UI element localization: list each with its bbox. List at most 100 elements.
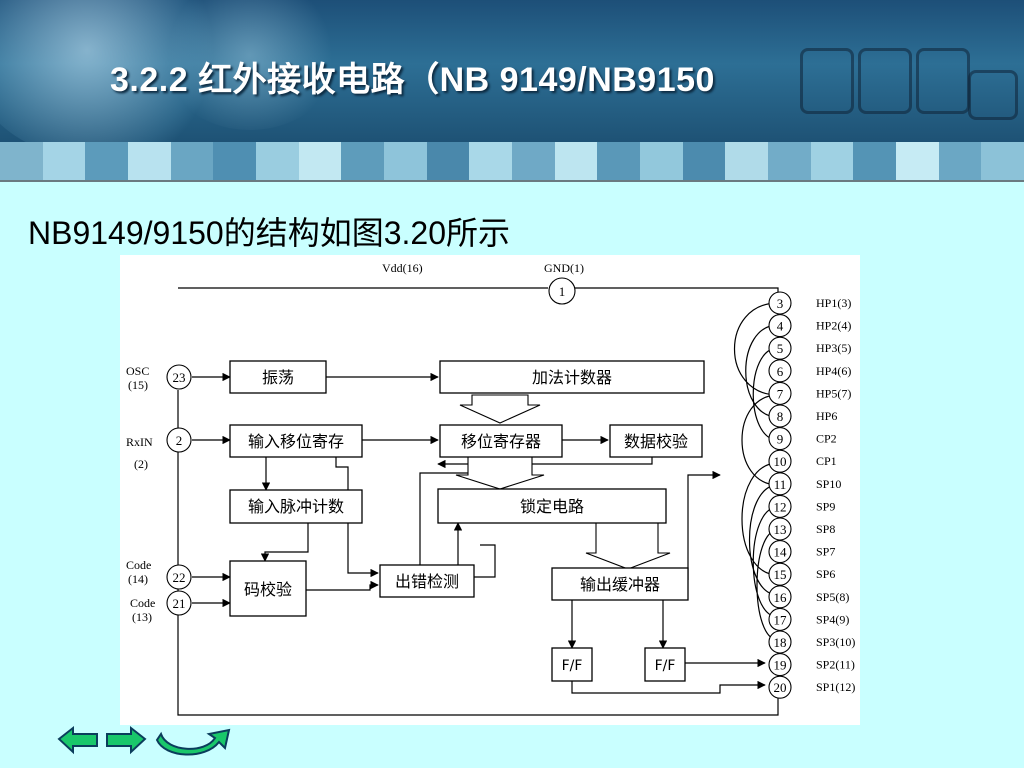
pin-number-16: 16 [774, 590, 788, 605]
pin-circle-12 [768, 494, 792, 518]
pin-circle-10 [768, 449, 792, 473]
shift-register-label: 移位寄存器 [461, 432, 541, 451]
wire [687, 470, 721, 580]
ff-block-2 [644, 647, 686, 682]
back-arrow-icon[interactable] [57, 725, 98, 755]
slide-header: 3.2.2 红外接收电路（NB 9149/NB9150 [0, 0, 1024, 142]
pin-circle-19 [768, 653, 792, 677]
return-arrow-icon[interactable] [155, 728, 231, 756]
input-pulse-counter-label: 输入脉冲计数 [248, 497, 344, 516]
wire [335, 457, 379, 578]
code-check-label: 码校验 [244, 580, 292, 599]
pin-circle-code1 [166, 564, 192, 590]
pin-label-16: SP5(8) [816, 590, 849, 604]
pin-label-12: SP9 [816, 499, 835, 513]
slide-subtitle: NB9149/9150的结构如图3.20所示 [28, 215, 511, 251]
latch-label: 锁定电路 [520, 497, 584, 516]
pin-number-11: 11 [774, 477, 787, 492]
wire [260, 523, 309, 562]
output-buffer-label: 输出缓冲器 [580, 575, 660, 594]
pin-number-6: 6 [777, 364, 784, 379]
data-flow-arrow [455, 456, 545, 490]
header-square-decoration [916, 48, 970, 114]
code1-label: Code [126, 558, 151, 572]
pin-number-9: 9 [777, 432, 784, 447]
wire [571, 680, 766, 694]
pin-circle-18 [768, 630, 792, 654]
adder-counter-label: 加法计数器 [532, 368, 612, 387]
pin-circle-17 [768, 607, 792, 631]
adder-counter-block [439, 360, 705, 394]
data-flow-arrow [459, 394, 541, 424]
pin-circle-7 [768, 381, 792, 405]
code2-label: Code [130, 596, 155, 610]
pin-circle-11 [768, 472, 792, 496]
pin-label-5: HP3(5) [816, 341, 851, 355]
pin-label-4: HP2(4) [816, 319, 851, 333]
pin-number-20: 20 [774, 680, 787, 695]
ff-label-2: F/F [655, 658, 676, 674]
latch-block [437, 488, 667, 524]
pin-circle-8 [768, 404, 792, 428]
code-check-block [229, 560, 307, 617]
pin-circle-osc [166, 364, 192, 390]
pin-label-11: SP10 [816, 477, 841, 491]
pin-label-17: SP4(9) [816, 612, 849, 626]
wire [306, 580, 379, 591]
pin-number-18: 18 [774, 635, 787, 650]
pin-label-15: SP6 [816, 567, 835, 581]
pin-number-3: 3 [777, 296, 784, 311]
pin-circle-gnd [548, 277, 576, 305]
oscillator-block [229, 360, 327, 394]
header-glass-decoration-2 [160, 0, 340, 130]
pin-label-10: CP1 [816, 454, 837, 468]
input-pulse-counter-block [229, 489, 363, 524]
pin-number-rxin: 2 [176, 433, 183, 448]
pin-number-10: 10 [774, 454, 787, 469]
pin-circle-15 [768, 562, 792, 586]
pin-number-15: 15 [774, 567, 787, 582]
pin-label-6: HP4(6) [816, 364, 851, 378]
osc-label: OSC [126, 364, 149, 378]
pin-circle-6 [768, 359, 792, 383]
pin-label-9: CP2 [816, 432, 837, 446]
pin-label-7: HP5(7) [816, 386, 851, 400]
pin-label-3: HP1(3) [816, 296, 851, 310]
pin-number-4: 4 [777, 319, 784, 334]
code2-label-pin: (13) [132, 610, 152, 624]
error-detect-block [379, 564, 475, 598]
oscillator-label: 振荡 [262, 368, 294, 387]
wire [474, 544, 496, 578]
input-shift-register-label: 输入移位寄存 [248, 432, 344, 451]
rxin-label-pin: (2) [134, 457, 148, 471]
data-check-block [609, 424, 703, 458]
pin-number-osc: 23 [173, 370, 186, 385]
slide-title: 3.2.2 红外接收电路（NB 9149/NB9150 [110, 61, 715, 99]
pin-number-code1: 22 [173, 570, 186, 585]
pin-circle-16 [768, 585, 792, 609]
forward-arrow-icon[interactable] [106, 725, 147, 755]
data-flow-arrow [585, 522, 671, 570]
input-shift-register-block [229, 424, 363, 458]
pin-circle-13 [768, 517, 792, 541]
pin-label-14: SP7 [816, 545, 835, 559]
slide-navigation [57, 725, 231, 756]
header-square-decoration [858, 48, 912, 114]
output-buffer-block [551, 567, 689, 601]
pin-number-12: 12 [774, 499, 787, 514]
code1-label-pin: (14) [128, 572, 148, 586]
pin-circle-4 [768, 314, 792, 338]
rxin-label: RxIN [126, 435, 153, 449]
pin-number-code2: 21 [173, 596, 186, 611]
pin-label-13: SP8 [816, 522, 835, 536]
pin-label-19: SP2(11) [816, 658, 855, 672]
pin-circle-5 [768, 336, 792, 360]
header-divider [0, 180, 1024, 182]
osc-label-pin: (15) [128, 378, 148, 392]
pin-number-5: 5 [777, 341, 784, 356]
vdd-label: Vdd(16) [382, 261, 423, 275]
pin-number-17: 17 [774, 612, 788, 627]
pin-circle-20 [768, 675, 792, 699]
header-square-decoration [800, 48, 854, 114]
